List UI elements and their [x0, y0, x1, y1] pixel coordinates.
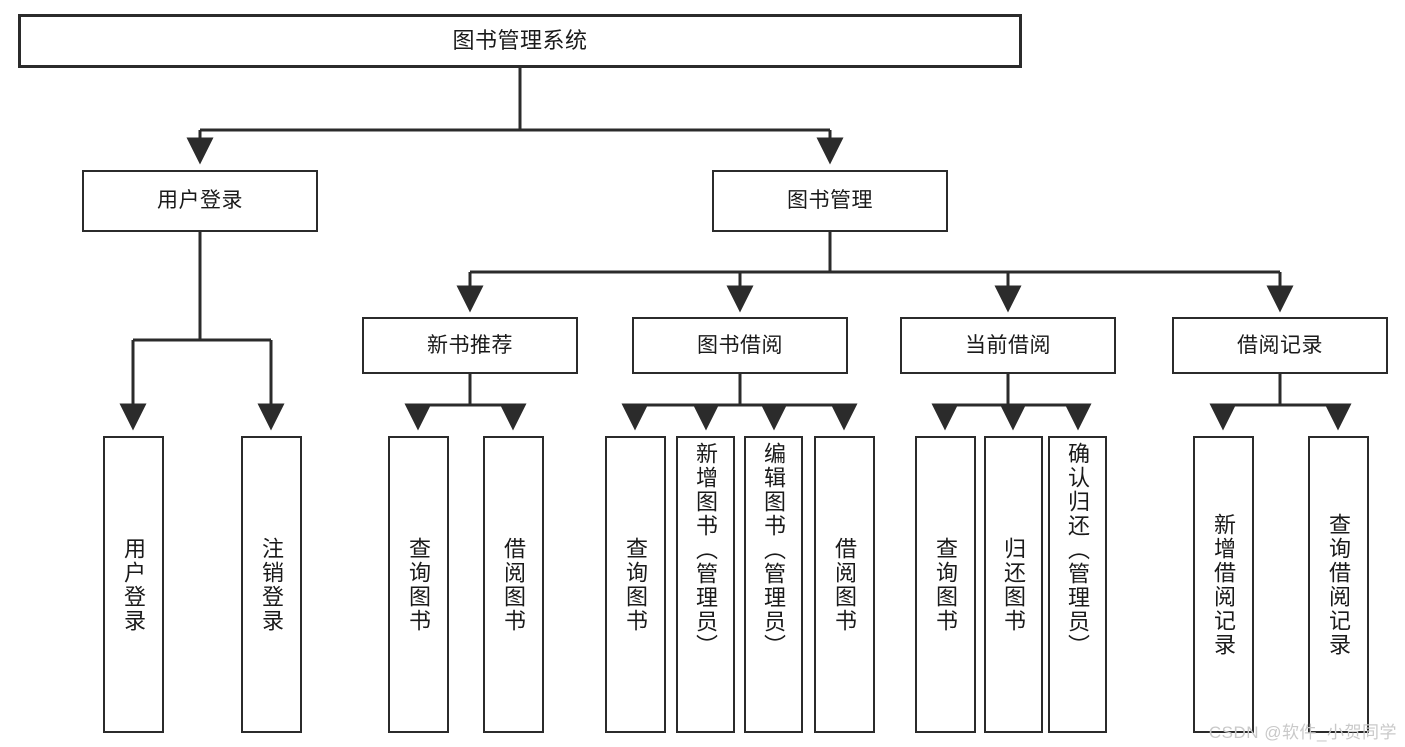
- node-user-login-label: 用户登录: [157, 189, 243, 213]
- leaf-add-book-label: 新增图书（管理员）: [693, 442, 719, 658]
- leaf-user-login[interactable]: 用户登录: [103, 436, 164, 733]
- leaf-edit-book[interactable]: 编辑图书（管理员）: [744, 436, 803, 733]
- node-book-management[interactable]: 图书管理: [712, 170, 948, 232]
- leaf-borrow-book-2[interactable]: 借阅图书: [814, 436, 875, 733]
- leaf-confirm-return[interactable]: 确认归还（管理员）: [1048, 436, 1107, 733]
- leaf-borrow-book-1[interactable]: 借阅图书: [483, 436, 544, 733]
- node-user-login[interactable]: 用户登录: [82, 170, 318, 232]
- node-borrow-record[interactable]: 借阅记录: [1172, 317, 1388, 374]
- node-new-book-recommend[interactable]: 新书推荐: [362, 317, 578, 374]
- leaf-logout-login-label: 注销登录: [259, 536, 285, 633]
- leaf-borrow-book-2-label: 借阅图书: [832, 536, 858, 633]
- leaf-borrow-book-1-label: 借阅图书: [501, 536, 527, 633]
- leaf-user-login-label: 用户登录: [121, 536, 147, 633]
- leaf-return-book-label: 归还图书: [1001, 536, 1027, 633]
- node-borrow-record-label: 借阅记录: [1237, 333, 1323, 357]
- leaf-query-book-1-label: 查询图书: [406, 536, 432, 633]
- edges-userlogin-to-leaves: [119, 232, 285, 431]
- node-book-management-label: 图书管理: [787, 189, 873, 213]
- node-root[interactable]: 图书管理系统: [18, 14, 1022, 68]
- leaf-query-book-3-label: 查询图书: [933, 536, 959, 633]
- leaf-query-record-label: 查询借阅记录: [1326, 512, 1352, 657]
- edges-currentborrow-to-leaves: [931, 374, 1092, 431]
- leaf-add-record[interactable]: 新增借阅记录: [1193, 436, 1254, 733]
- leaf-logout-login[interactable]: 注销登录: [241, 436, 302, 733]
- node-new-book-recommend-label: 新书推荐: [427, 333, 513, 357]
- leaf-confirm-return-label: 确认归还（管理员）: [1065, 442, 1091, 658]
- edges-root-to-level1: [186, 68, 844, 165]
- node-book-borrow[interactable]: 图书借阅: [632, 317, 848, 374]
- node-current-borrow-label: 当前借阅: [965, 333, 1051, 357]
- node-root-label: 图书管理系统: [452, 27, 588, 53]
- leaf-query-book-1[interactable]: 查询图书: [388, 436, 449, 733]
- edges-bookborrow-to-leaves: [621, 374, 858, 431]
- node-book-borrow-label: 图书借阅: [697, 333, 783, 357]
- edges-bookmgmt-to-level2: [456, 232, 1294, 313]
- leaf-query-record[interactable]: 查询借阅记录: [1308, 436, 1369, 733]
- leaf-edit-book-label: 编辑图书（管理员）: [761, 442, 787, 658]
- edges-borrowrecord-to-leaves: [1209, 374, 1352, 431]
- leaf-query-book-2-label: 查询图书: [623, 536, 649, 633]
- node-current-borrow[interactable]: 当前借阅: [900, 317, 1116, 374]
- csdn-watermark: CSDN @软件_小贺同学: [1208, 723, 1397, 742]
- leaf-add-record-label: 新增借阅记录: [1211, 512, 1237, 657]
- leaf-add-book[interactable]: 新增图书（管理员）: [676, 436, 735, 733]
- edges-newbook-to-leaves: [404, 374, 527, 431]
- leaf-return-book[interactable]: 归还图书: [984, 436, 1043, 733]
- leaf-query-book-3[interactable]: 查询图书: [915, 436, 976, 733]
- leaf-query-book-2[interactable]: 查询图书: [605, 436, 666, 733]
